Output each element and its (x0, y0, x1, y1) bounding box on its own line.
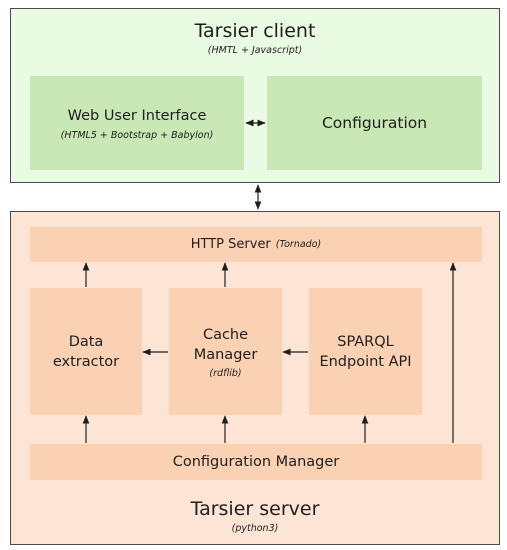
server-footer: Tarsier server (python3) (10, 494, 500, 538)
configuration-box: Configuration (267, 76, 482, 170)
cache-manager-line2: Manager (193, 346, 258, 363)
sparql-endpoint-box: SPARQL Endpoint API (309, 288, 422, 415)
server-title: Tarsier server (190, 498, 320, 520)
http-server-sublabel: (Tornado) (275, 239, 322, 250)
configuration-manager-box: Configuration Manager (30, 444, 482, 480)
cache-manager-box: Cache Manager (rdflib) (169, 288, 282, 415)
web-ui-sublabel: (HTML5 + Bootstrap + Babylon) (60, 129, 214, 141)
client-header: Tarsier client (HMTL + Javascript) (10, 16, 500, 60)
web-user-interface-box: Web User Interface (HTML5 + Bootstrap + … (30, 76, 244, 170)
client-subtitle: (HMTL + Javascript) (207, 45, 303, 56)
sparql-line2: Endpoint API (319, 353, 412, 370)
configuration-manager-label: Configuration Manager (172, 454, 340, 470)
data-extractor-line2: extractor (52, 353, 120, 370)
cache-manager-line1: Cache (202, 326, 249, 343)
configuration-label: Configuration (321, 114, 428, 132)
http-server-box: HTTP Server (Tornado) (30, 227, 482, 262)
server-subtitle: (python3) (231, 523, 279, 534)
client-title: Tarsier client (194, 20, 316, 42)
data-extractor-box: Data extractor (30, 288, 142, 415)
data-extractor-line1: Data (68, 333, 104, 350)
http-server-label: HTTP Server (190, 237, 271, 252)
cache-manager-sublabel: (rdflib) (209, 367, 242, 379)
sparql-line1: SPARQL (337, 333, 394, 350)
web-ui-label: Web User Interface (67, 107, 207, 124)
